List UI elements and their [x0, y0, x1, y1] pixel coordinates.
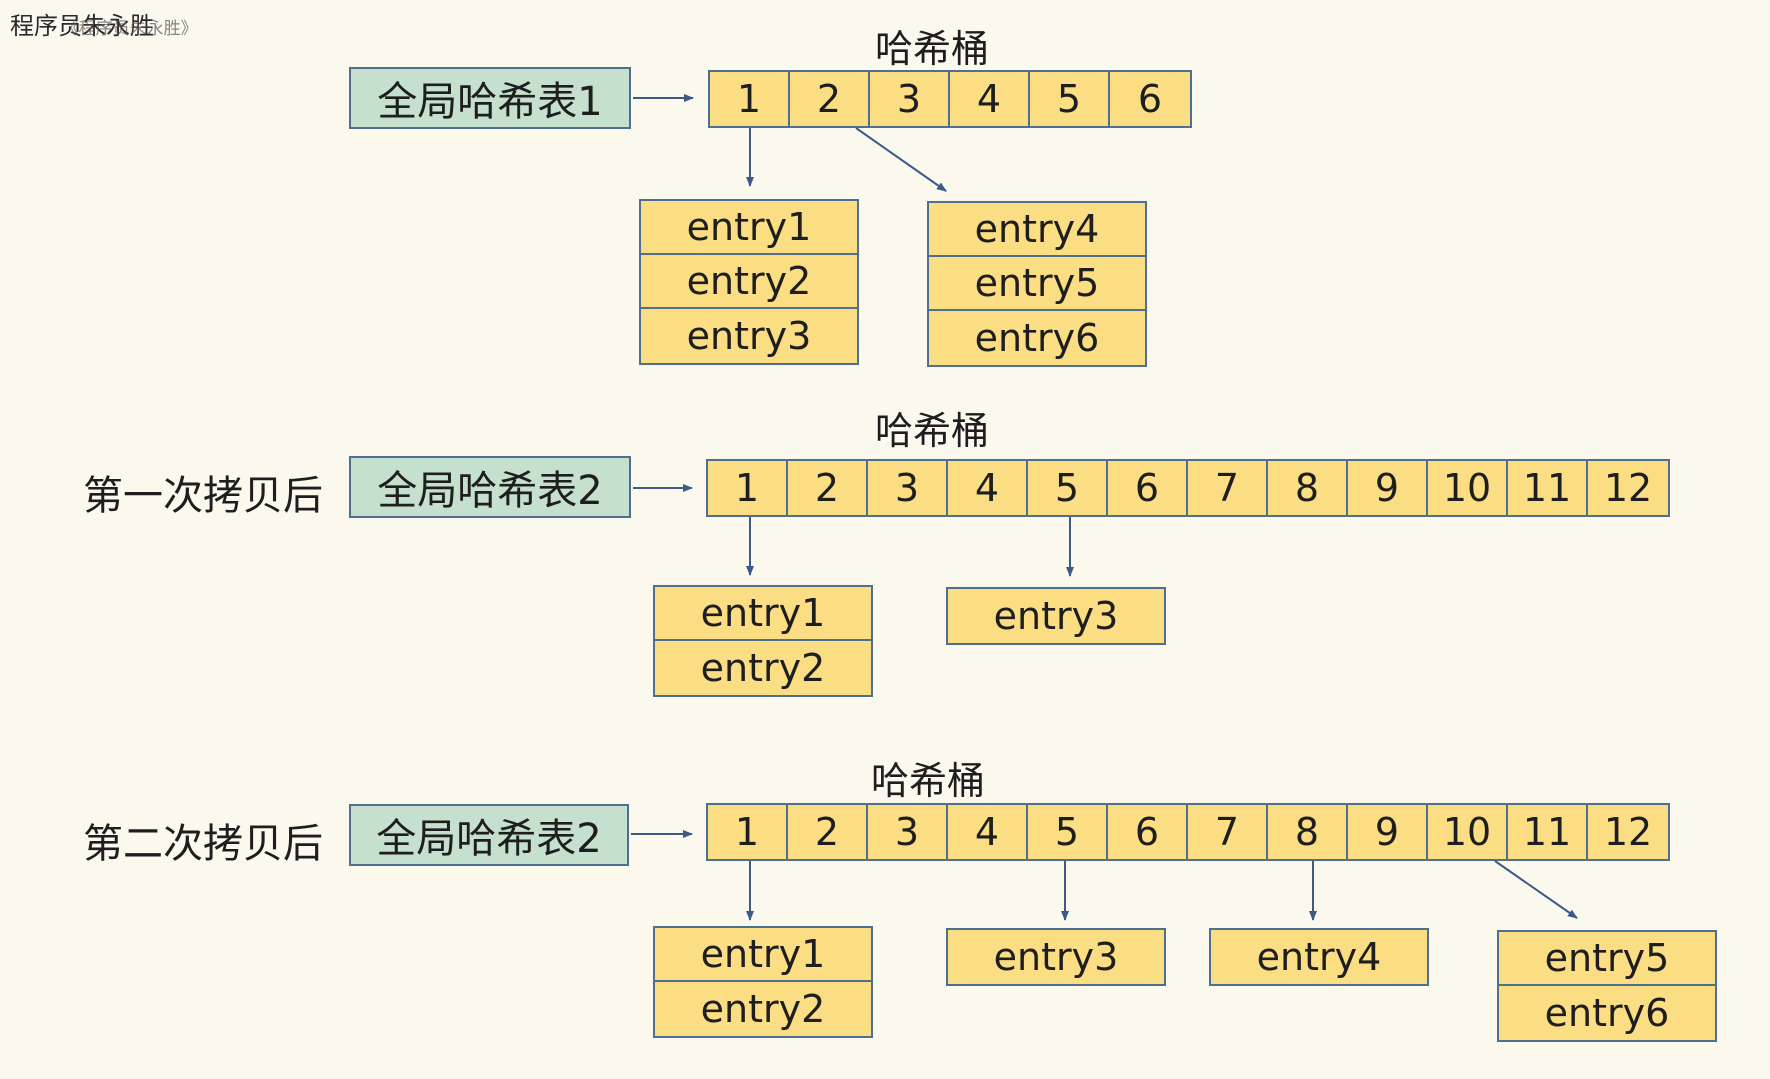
bucket-cell: 4: [950, 72, 1030, 126]
entry-item: entry2: [641, 255, 857, 309]
bucket-cell: 4: [948, 461, 1028, 515]
bucket-cell: 4: [948, 805, 1028, 859]
entry-item: entry6: [974, 316, 1100, 360]
bucket-row-2: 1 2 3 4 5 6 7 8 9 10 11 12: [706, 459, 1670, 517]
bucket-cell: 3: [868, 461, 948, 515]
entry-group-2-b: entry3: [946, 587, 1166, 645]
entry-group-3-b: entry3: [946, 928, 1166, 986]
bucket-cell: 11: [1508, 805, 1588, 859]
bucket-cell: 1: [708, 805, 788, 859]
bucket-cell: 5: [1030, 72, 1110, 126]
bucket-cell: 11: [1508, 461, 1588, 515]
bucket-title-1: 哈希桶: [874, 27, 989, 71]
bucket-cell: 5: [1028, 461, 1108, 515]
bucket-to-entry-arrow: [855, 127, 947, 192]
entry-item: entry4: [1256, 935, 1382, 979]
entry-group-1-b: entry4 entry5 entry6: [927, 201, 1147, 367]
bucket-cell: 6: [1108, 805, 1188, 859]
entry-item: entry6: [1544, 991, 1670, 1035]
section-label-second-copy: 第二次拷贝后: [83, 821, 323, 867]
entry-group-3-d: entry5 entry6: [1497, 930, 1717, 1042]
entry-item: entry5: [1499, 932, 1715, 986]
bucket-cell: 10: [1428, 805, 1508, 859]
entry-group-2-a: entry1 entry2: [653, 585, 873, 697]
global-hash-table-1: 全局哈希表1: [349, 67, 631, 129]
bucket-cell: 2: [790, 72, 870, 126]
entry-group-1-a: entry1 entry2 entry3: [639, 199, 859, 365]
global-hash-table-2-second: 全局哈希表2: [349, 804, 629, 866]
bucket-cell: 9: [1348, 805, 1428, 859]
bucket-cell: 6: [1137, 77, 1163, 121]
entry-item: entry1: [655, 587, 871, 641]
bucket-cell: 2: [788, 805, 868, 859]
bucket-cell: 10: [1428, 461, 1508, 515]
entry-item: entry2: [700, 987, 826, 1031]
bucket-title-3: 哈希桶: [870, 759, 985, 803]
entry-item: entry2: [700, 646, 826, 690]
bucket-cell: 1: [708, 461, 788, 515]
entry-item: entry4: [929, 203, 1145, 257]
watermark: 程序员朱永胜 《程序员朱永胜》: [10, 12, 198, 40]
entry-item: entry3: [686, 314, 812, 358]
bucket-cell: 5: [1028, 805, 1108, 859]
entry-item: entry1: [655, 928, 871, 982]
bucket-cell: 7: [1188, 461, 1268, 515]
section-label-first-copy: 第一次拷贝后: [83, 473, 323, 519]
entry-group-3-c: entry4: [1209, 928, 1429, 986]
bucket-cell: 12: [1603, 466, 1653, 510]
entry-item: entry5: [929, 257, 1145, 311]
entry-item: entry3: [993, 935, 1119, 979]
global-hash-table-2: 全局哈希表2: [349, 456, 631, 518]
bucket-cell: 9: [1348, 461, 1428, 515]
bucket-to-entry-arrow: [1494, 860, 1578, 919]
bucket-cell: 3: [870, 72, 950, 126]
bucket-cell: 8: [1268, 461, 1348, 515]
bucket-cell: 7: [1188, 805, 1268, 859]
bucket-title-2: 哈希桶: [874, 409, 989, 453]
bucket-cell: 1: [710, 72, 790, 126]
bucket-cell: 6: [1108, 461, 1188, 515]
entry-item: entry1: [641, 201, 857, 255]
entry-item: entry3: [993, 594, 1119, 638]
bucket-row-3: 1 2 3 4 5 6 7 8 9 10 11 12: [706, 803, 1670, 861]
bucket-cell: 12: [1603, 810, 1653, 854]
bucket-cell: 2: [788, 461, 868, 515]
bucket-cell: 8: [1268, 805, 1348, 859]
bucket-row-1: 1 2 3 4 5 6: [708, 70, 1192, 128]
bucket-cell: 3: [868, 805, 948, 859]
entry-group-3-a: entry1 entry2: [653, 926, 873, 1038]
